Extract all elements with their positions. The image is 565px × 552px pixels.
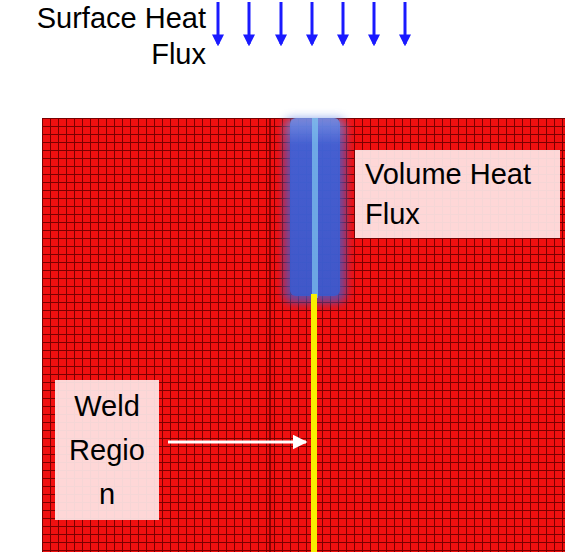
weld-line xyxy=(311,294,317,552)
volume-heat-glow xyxy=(284,118,346,303)
finite-element-mesh xyxy=(42,118,565,552)
surface-flux-label: Surface Heat Flux xyxy=(30,0,206,72)
volume-flux-label: Volume Heat Flux xyxy=(355,150,560,238)
column-centerline xyxy=(312,118,318,298)
weld-leader-arrow xyxy=(168,441,306,444)
mesh-seam xyxy=(269,118,271,552)
weld-region-label: Weld Regio n xyxy=(55,380,159,520)
surface-flux-arrows xyxy=(218,2,405,44)
